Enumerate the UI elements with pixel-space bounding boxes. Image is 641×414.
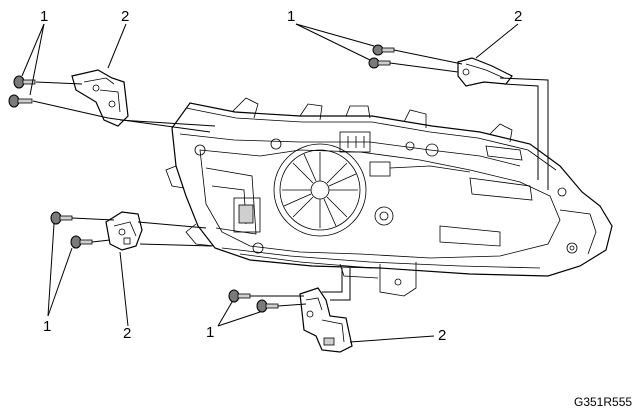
callout-tl-bolts: 1 (40, 8, 48, 25)
callout-bc-bracket: 2 (438, 327, 446, 344)
top-right-repair-bracket (457, 57, 513, 87)
middle-left-repair-bracket (105, 211, 143, 251)
callout-tl-bracket: 2 (121, 8, 129, 25)
top-right-bolt-upper (372, 44, 395, 56)
callout-leaders (21, 23, 519, 343)
bottom-center-bolt-lower (256, 299, 279, 313)
callout-ml-bracket: 2 (123, 325, 131, 342)
figure-code: G351R555 (574, 395, 632, 409)
bottom-center-repair-bracket (299, 287, 353, 353)
top-left-bolt-upper (13, 75, 36, 89)
top-left-bolt-lower (8, 94, 33, 108)
callout-tr-bracket: 2 (514, 8, 522, 25)
top-left-repair-bracket (71, 69, 129, 127)
middle-left-bolt-upper (50, 211, 73, 225)
callout-tr-bolts: 1 (287, 8, 295, 25)
top-right-bolt-lower (368, 57, 391, 69)
bottom-center-bolt-upper (228, 289, 251, 303)
callout-ml-bolts: 1 (43, 318, 51, 335)
middle-left-bolt-lower (70, 235, 93, 249)
headlamp-housing (165, 97, 613, 297)
callout-bc-bolts: 1 (206, 324, 214, 341)
